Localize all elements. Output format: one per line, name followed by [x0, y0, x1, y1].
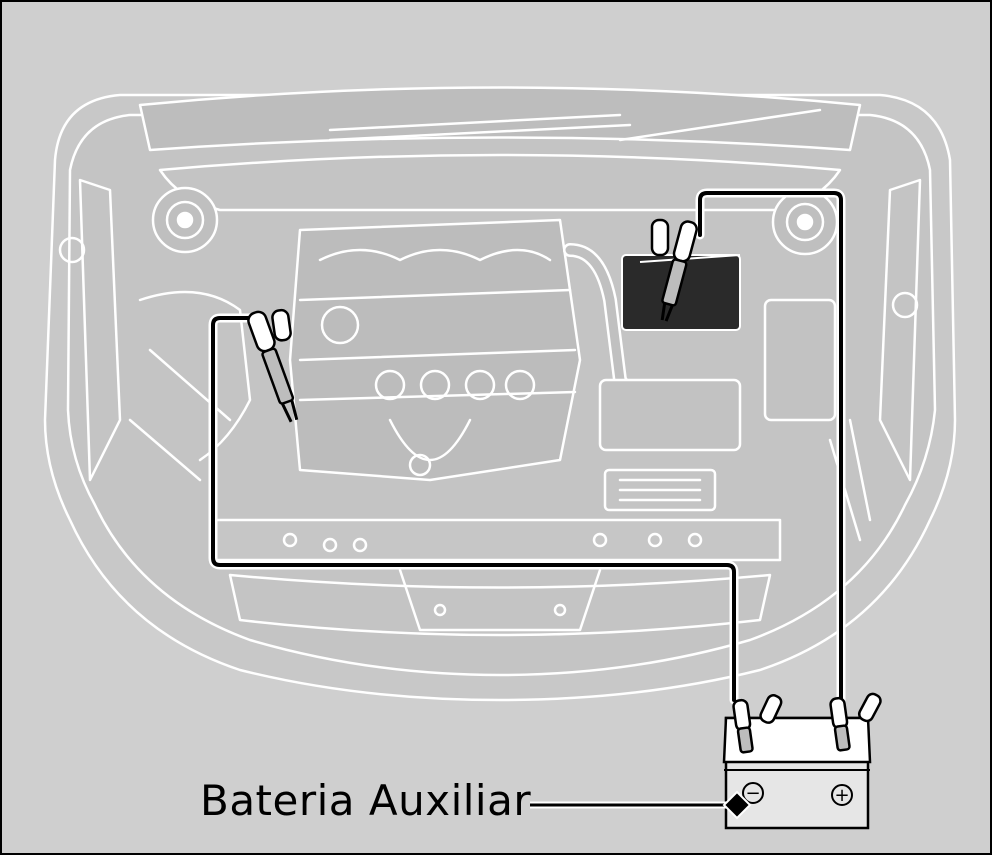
engine-bay-illustration	[43, 86, 957, 702]
callout-leader	[530, 790, 752, 820]
negative-terminal-icon	[742, 782, 764, 804]
callout-label: Bateria Auxiliar	[200, 776, 532, 825]
auxiliary-battery: − +	[722, 692, 882, 830]
callout-diamond-icon	[722, 790, 752, 820]
clamp	[247, 218, 698, 423]
jumper-cable	[208, 188, 846, 705]
positive-terminal-icon	[831, 784, 853, 806]
minus-symbol: −	[745, 783, 760, 804]
plus-symbol: +	[834, 785, 849, 806]
vehicle-battery	[621, 254, 741, 331]
